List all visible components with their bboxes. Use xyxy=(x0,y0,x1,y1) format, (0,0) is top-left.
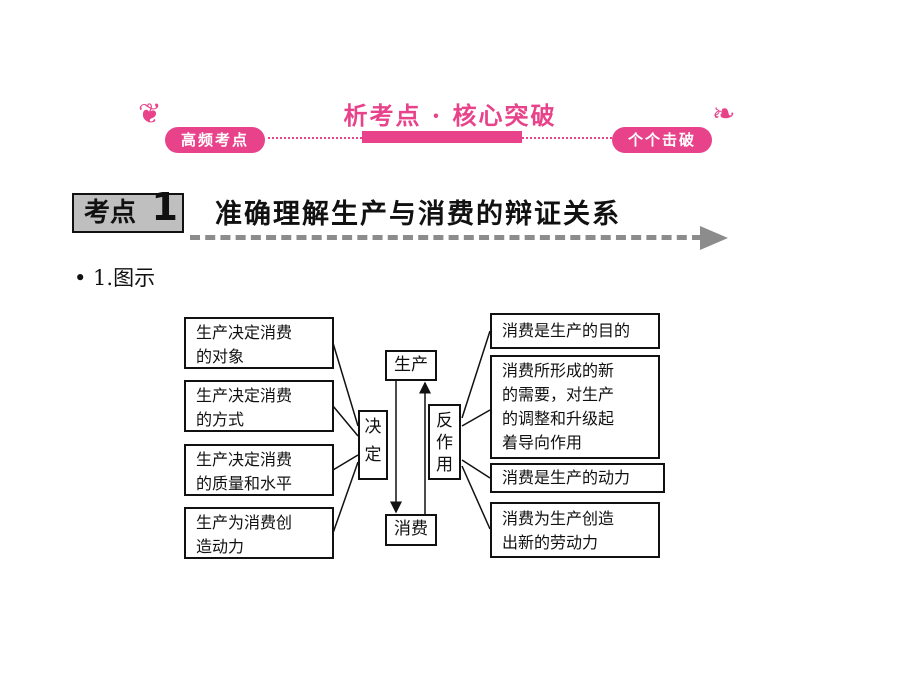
reaction-char-1: 反 xyxy=(436,411,453,431)
decide-char-2: 定 xyxy=(364,445,382,465)
section-number: 1 xyxy=(151,185,178,229)
left-box-4-line2: 造动力 xyxy=(196,537,245,556)
right-box-2-line3: 的调整和升级起 xyxy=(502,409,615,428)
connector-right-3 xyxy=(461,459,491,479)
right-box-1-line1: 消费是生产的目的 xyxy=(502,321,631,340)
section-title: 准确理解生产与消费的辩证关系 xyxy=(215,199,621,230)
right-box-2-line4: 着导向作用 xyxy=(502,433,583,452)
left-box-2-line1: 生产决定消费 xyxy=(196,386,293,405)
decide-box: 决 定 xyxy=(358,410,388,480)
bullet-text: • 1.图示 xyxy=(74,266,156,290)
reaction-char-2: 作 xyxy=(436,433,453,453)
right-swirl-ornament-icon: ❧ xyxy=(712,97,736,130)
consumption-box: 消费 xyxy=(385,514,437,546)
consumption-label: 消费 xyxy=(394,519,428,539)
right-box-3: 消费是生产的动力 xyxy=(490,463,665,493)
connector-left-4 xyxy=(332,461,359,534)
right-dotted-line xyxy=(522,137,612,139)
right-box-4: 消费为生产创造 出新的劳动力 xyxy=(490,502,660,558)
left-box-1-line1: 生产决定消费 xyxy=(196,323,293,342)
left-box-2-line2: 的方式 xyxy=(196,410,245,429)
banner-underline xyxy=(362,131,522,143)
right-box-1: 消费是生产的目的 xyxy=(490,313,660,349)
left-box-3-line2: 的质量和水平 xyxy=(196,474,293,493)
connector-right-1 xyxy=(461,330,491,419)
left-box-2: 生产决定消费 的方式 xyxy=(184,380,334,432)
connector-left-3 xyxy=(332,454,359,471)
left-box-3-line1: 生产决定消费 xyxy=(196,450,293,469)
left-tag-label: 高频考点 xyxy=(180,131,249,149)
left-box-1-line2: 的对象 xyxy=(196,347,245,366)
production-box: 生产 xyxy=(385,350,437,381)
section-arrow-icon xyxy=(700,226,728,250)
reaction-char-3: 用 xyxy=(436,455,453,475)
right-box-2: 消费所形成的新 的需要，对生产 的调整和升级起 着导向作用 xyxy=(490,355,660,459)
reaction-box: 反 作 用 xyxy=(428,404,461,480)
right-tag-pill: 个个击破 xyxy=(612,127,712,153)
connector-left-2 xyxy=(332,405,359,437)
left-tag-pill: 高频考点 xyxy=(165,127,265,153)
left-box-4: 生产为消费创 造动力 xyxy=(184,507,334,559)
right-box-4-line1: 消费为生产创造 xyxy=(502,509,615,528)
right-box-2-line2: 的需要，对生产 xyxy=(502,385,615,404)
production-label: 生产 xyxy=(394,355,428,375)
connector-right-2 xyxy=(461,409,491,427)
decide-char-1: 决 xyxy=(364,417,382,437)
section-tag-label: 考点 xyxy=(84,198,137,228)
section-dashed-line xyxy=(190,235,702,240)
left-swirl-ornament-icon: ❦ xyxy=(138,97,162,130)
banner-title: 析考点 · 核心突破 xyxy=(343,101,557,130)
right-box-4-line2: 出新的劳动力 xyxy=(502,533,599,552)
connector-right-4 xyxy=(461,465,491,530)
right-tag-label: 个个击破 xyxy=(627,131,696,149)
left-box-4-line1: 生产为消费创 xyxy=(196,513,293,532)
left-dotted-line xyxy=(268,137,362,139)
left-box-1: 生产决定消费 的对象 xyxy=(184,317,334,369)
right-box-3-line1: 消费是生产的动力 xyxy=(502,468,631,487)
connector-left-1 xyxy=(332,342,359,427)
section-tag-box: 考点 1 xyxy=(72,188,184,233)
right-box-2-line1: 消费所形成的新 xyxy=(502,361,615,380)
left-box-3: 生产决定消费 的质量和水平 xyxy=(184,444,334,496)
